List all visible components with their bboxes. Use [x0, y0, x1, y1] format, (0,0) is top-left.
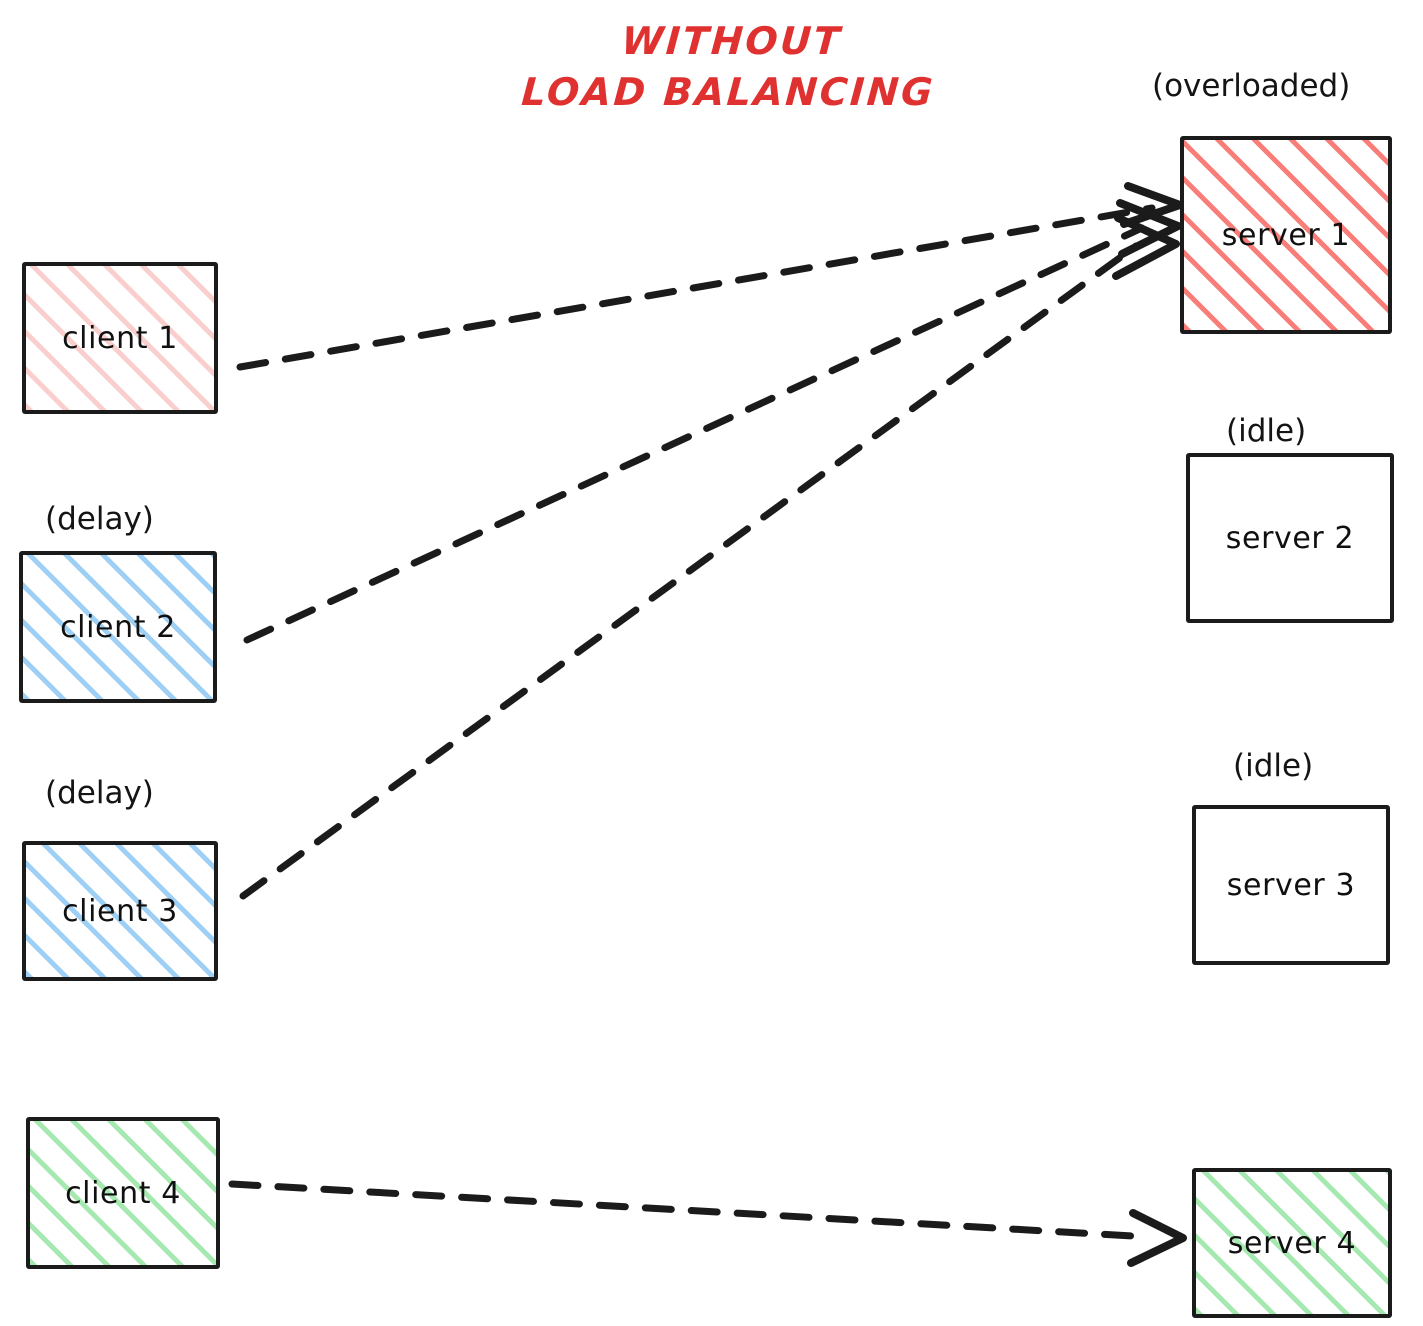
node-client-3[interactable]: client 3	[22, 841, 218, 981]
edge-client4-server4	[228, 1180, 1154, 1241]
edge-client2-server1	[243, 224, 1146, 644]
node-client-1-label: client 1	[62, 320, 178, 356]
node-client-2[interactable]: client 2	[19, 551, 217, 703]
edge-client3-server1	[239, 242, 1140, 900]
arrowhead-client2-server1	[1116, 199, 1182, 258]
annotation-client-2: (delay)	[45, 501, 154, 537]
annotation-server-3: (idle)	[1233, 748, 1314, 784]
annotation-client-3: (delay)	[45, 775, 154, 811]
node-server-4[interactable]: server 4	[1192, 1168, 1392, 1318]
node-server-2[interactable]: server 2	[1186, 453, 1394, 623]
node-server-3[interactable]: server 3	[1192, 805, 1390, 965]
title-line-1: WITHOUT	[620, 19, 844, 63]
arrowhead-client4-server4	[1127, 1209, 1187, 1267]
node-server-3-label: server 3	[1226, 867, 1356, 903]
arrowhead-client1-server1	[1120, 182, 1184, 228]
annotation-server-2: (idle)	[1226, 413, 1307, 449]
node-server-2-label: server 2	[1225, 520, 1355, 556]
diagram-title: WITHOUT LOAD BALANCING	[446, 16, 1013, 119]
annotation-server-1: (overloaded)	[1152, 68, 1351, 104]
node-client-4[interactable]: client 4	[26, 1117, 220, 1269]
edge-client1-server1	[236, 204, 1156, 371]
arrowhead-client3-server1	[1112, 214, 1180, 280]
node-client-2-label: client 2	[60, 609, 176, 645]
node-client-1[interactable]: client 1	[22, 262, 218, 414]
title-line-2: LOAD BALANCING	[520, 70, 937, 115]
node-client-3-label: client 3	[62, 893, 178, 929]
node-server-4-label: server 4	[1227, 1225, 1357, 1261]
node-server-1[interactable]: server 1	[1180, 136, 1392, 334]
node-client-4-label: client 4	[65, 1175, 181, 1211]
node-server-1-label: server 1	[1221, 217, 1351, 253]
